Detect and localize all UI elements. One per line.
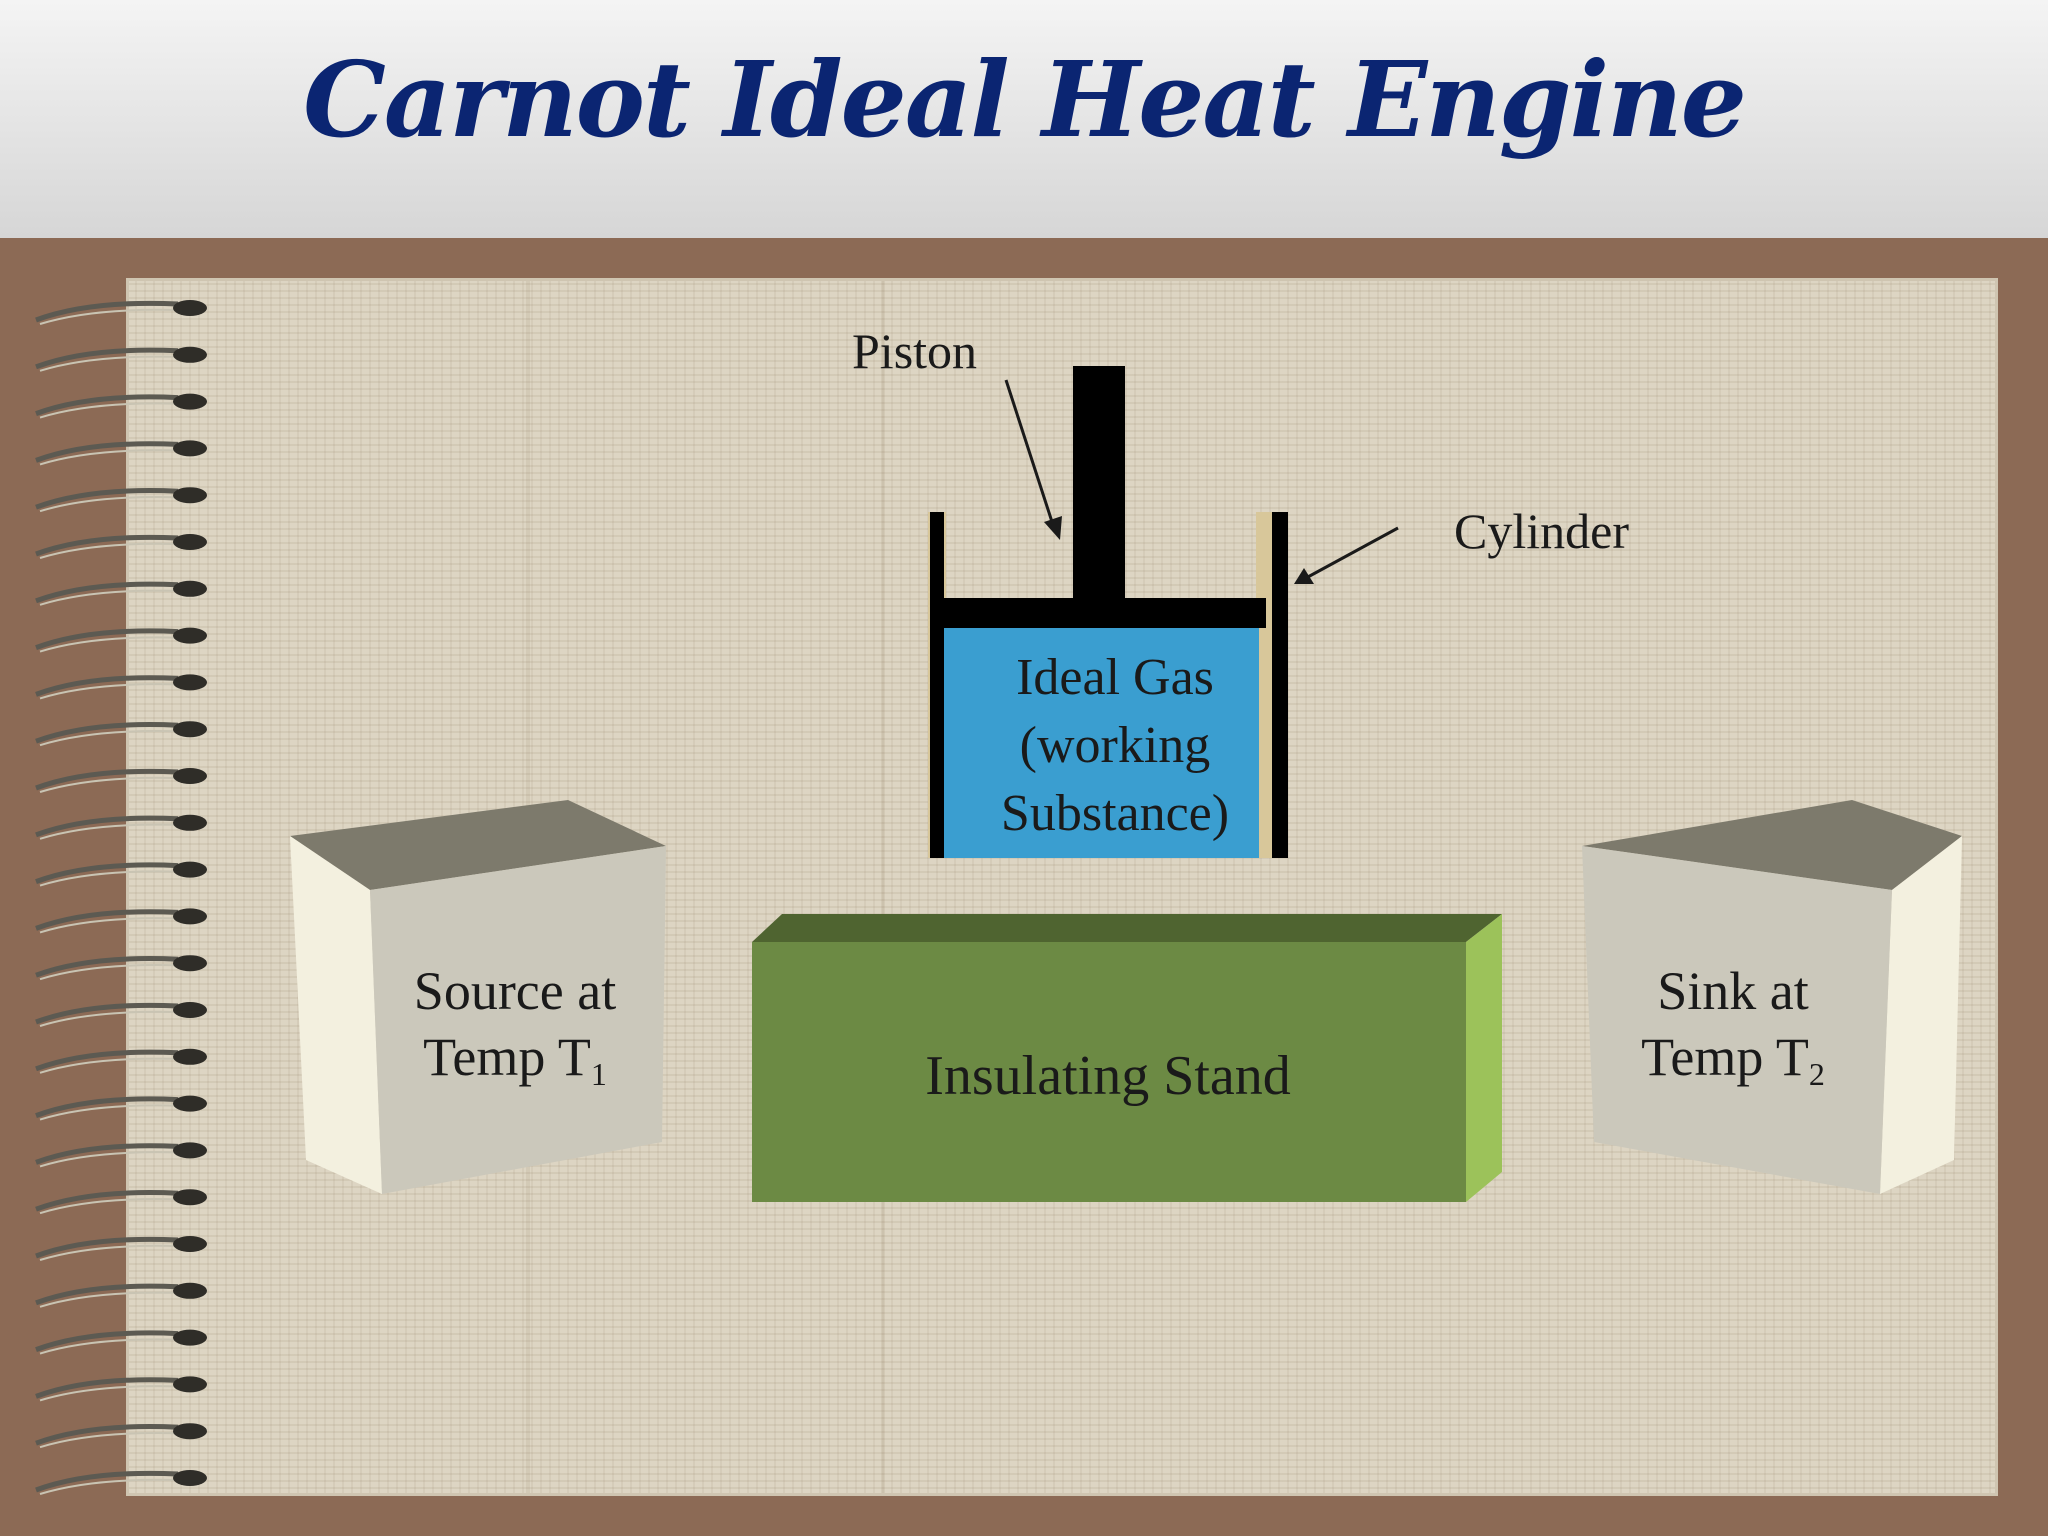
spiral-ring	[35, 1282, 207, 1308]
spiral-ring	[35, 393, 207, 419]
spiral-ring	[35, 487, 207, 513]
spiral-ring	[35, 1329, 207, 1355]
insulating-stand-label: Insulating Stand	[925, 1045, 1291, 1107]
cylinder-arrow	[1294, 526, 1399, 584]
spiral-ring	[35, 440, 207, 466]
spiral-ring	[35, 908, 207, 934]
spiral-ring	[35, 814, 207, 840]
title-band: Carnot Ideal Heat Engine	[0, 0, 2048, 238]
piston	[944, 366, 1266, 628]
spiral-ring	[35, 534, 207, 559]
spiral-ring	[35, 1142, 207, 1168]
sink-label-text: Sink at Temp T	[1641, 961, 1809, 1087]
piston-label: Piston	[852, 323, 978, 379]
source-label-text: Source at Temp T	[413, 961, 617, 1087]
spiral-ring	[35, 1189, 207, 1215]
cylinder-label: Cylinder	[1454, 503, 1629, 559]
source-subscript: 1	[590, 1056, 607, 1092]
spiral-ring	[35, 674, 207, 700]
source-block	[290, 800, 666, 1194]
spiral-ring	[35, 346, 207, 372]
spiral-ring	[35, 1423, 207, 1449]
piston-arrow	[1004, 379, 1062, 540]
spiral-ring	[35, 955, 207, 981]
spiral-ring	[35, 1376, 207, 1402]
slide-title: Carnot Ideal Heat Engine	[303, 38, 1747, 161]
spiral-ring	[35, 1002, 207, 1027]
spiral-ring	[35, 1048, 207, 1074]
spiral-ring	[35, 580, 207, 606]
spiral-ring	[35, 1470, 207, 1495]
spiral-ring	[35, 721, 207, 747]
sink-label: Sink at Temp T2	[1588, 958, 1878, 1107]
spiral-ring	[35, 768, 207, 793]
cylinder	[928, 512, 1288, 858]
ideal-gas-label: Ideal Gas (working Substance)	[1000, 649, 1230, 842]
sink-block	[1582, 800, 1962, 1194]
spiral-ring	[35, 1236, 207, 1261]
source-label: Source at Temp T1	[370, 958, 660, 1107]
spiral-ring	[35, 861, 207, 887]
insulating-stand	[752, 914, 1502, 1202]
spiral-ring	[35, 300, 207, 325]
spiral-ring	[35, 1095, 207, 1121]
sink-subscript: 2	[1808, 1056, 1825, 1092]
spiral-ring	[35, 627, 207, 653]
spiral-binding	[35, 300, 207, 1495]
